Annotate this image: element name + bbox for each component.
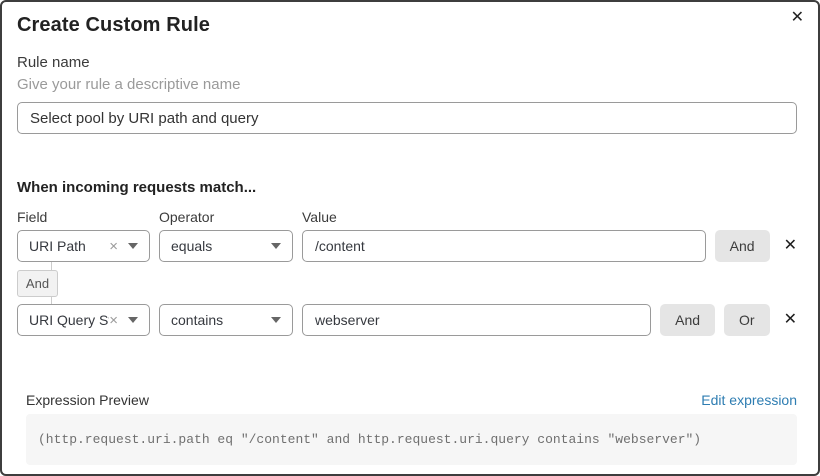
and-button[interactable]: And bbox=[714, 230, 770, 262]
remove-row-icon[interactable]: ✕ bbox=[783, 237, 797, 254]
operator-column-label: Operator bbox=[159, 209, 215, 225]
value-input[interactable] bbox=[302, 304, 652, 336]
field-column-label: Field bbox=[17, 209, 48, 225]
operator-select-value: equals bbox=[171, 238, 213, 254]
clear-icon[interactable]: × bbox=[109, 237, 118, 255]
clear-icon[interactable]: × bbox=[109, 311, 118, 329]
and-button[interactable]: And bbox=[660, 304, 716, 336]
chevron-down-icon bbox=[271, 243, 281, 249]
value-input[interactable] bbox=[302, 230, 706, 262]
field-select-value: URI Query St... bbox=[29, 312, 109, 328]
condition-row: URI Path × equals And ✕ bbox=[17, 230, 797, 262]
connector-line bbox=[51, 262, 52, 270]
chevron-down-icon bbox=[128, 317, 138, 323]
field-select[interactable]: URI Path × bbox=[17, 230, 150, 262]
expression-code-block: (http.request.uri.path eq "/content" and… bbox=[26, 414, 797, 465]
remove-row-icon[interactable]: ✕ bbox=[783, 311, 797, 328]
condition-row: URI Query St... × contains And Or ✕ bbox=[17, 304, 797, 336]
chevron-down-icon bbox=[128, 243, 138, 249]
rule-name-label: Rule name bbox=[17, 54, 90, 71]
edit-expression-link[interactable]: Edit expression bbox=[701, 392, 797, 408]
operator-select[interactable]: contains bbox=[159, 304, 293, 336]
match-heading: When incoming requests match... bbox=[17, 179, 257, 196]
operator-select[interactable]: equals bbox=[159, 230, 293, 262]
field-select-value: URI Path bbox=[29, 238, 86, 254]
chevron-down-icon bbox=[271, 317, 281, 323]
expression-preview-label: Expression Preview bbox=[26, 392, 149, 408]
rule-name-input[interactable] bbox=[17, 102, 797, 134]
value-column-label: Value bbox=[302, 209, 337, 225]
or-button[interactable]: Or bbox=[724, 304, 770, 336]
expression-preview-header: Expression Preview Edit expression bbox=[26, 391, 797, 409]
condition-column-labels: Field Operator Value bbox=[17, 209, 797, 226]
close-icon[interactable]: ✕ bbox=[790, 9, 804, 26]
rule-name-hint: Give your rule a descriptive name bbox=[17, 76, 241, 93]
connector-line bbox=[51, 297, 52, 304]
page-title: Create Custom Rule bbox=[17, 14, 210, 36]
field-select[interactable]: URI Query St... × bbox=[17, 304, 150, 336]
and-connector-chip[interactable]: And bbox=[17, 270, 58, 297]
operator-select-value: contains bbox=[171, 312, 224, 328]
